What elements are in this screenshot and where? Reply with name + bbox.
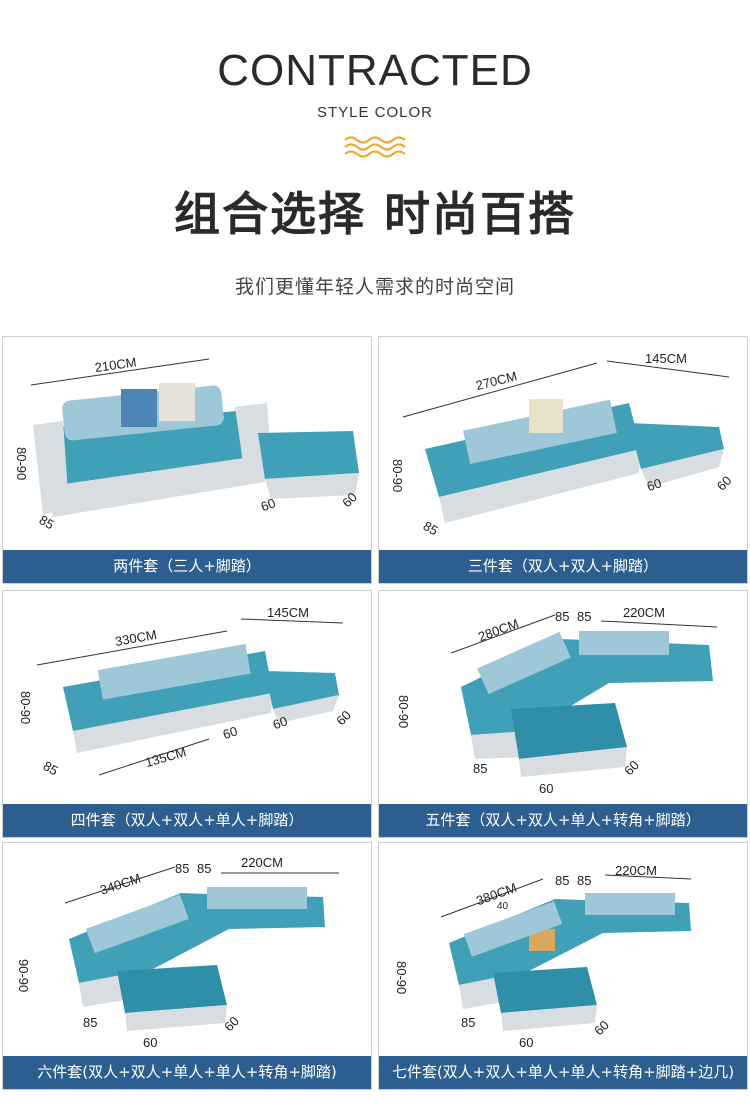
product-panel-six-piece[interactable]: 340CM 85 85 220CM 90-90 85 60 60 六件套(双人+… [2,842,372,1090]
dim-label: 80-90 [18,691,33,724]
dim-label: 270CM [474,368,518,393]
product-caption: 六件套(双人+双人+单人+单人+转角+脚踏) [3,1056,371,1089]
dim-label: 85 [555,609,569,624]
sofa-seven-piece-image: 380CM 85 85 220CM 40 80-90 85 60 60 [394,863,692,1050]
dim-label: 90-90 [16,959,31,992]
product-panel-five-piece[interactable]: 280CM 85 85 220CM 80-90 85 60 60 五件套（双人+… [378,590,748,838]
dim-label: 220CM [241,855,283,870]
dim-label: 60 [143,1035,157,1050]
dim-label: 340CM [98,871,143,898]
product-caption: 两件套（三人+脚踏） [3,550,371,583]
dim-label: 60 [539,781,553,796]
dim-label: 85 [41,758,61,778]
dim-label: 85 [175,861,189,876]
brand-title: CONTRACTED [217,46,533,95]
dim-label: 60 [714,473,735,494]
dim-label: 85 [577,873,591,888]
sofa-three-piece-image: 270CM 145CM 80-90 85 60 60 [390,351,735,538]
dim-label: 60 [645,475,663,494]
dim-label: 220CM [615,863,657,878]
dim-label: 85 [555,873,569,888]
dim-label: 60 [333,707,354,728]
dim-label: 80-90 [394,961,409,994]
product-panel-three-piece[interactable]: 270CM 145CM 80-90 85 60 60 三件套（双人+双人+脚踏） [378,336,748,584]
dim-label: 80-90 [14,447,29,480]
dim-label: 60 [519,1035,533,1050]
headline: 组合选择 时尚百搭 [173,187,576,241]
wave-decoration-icon [344,136,406,158]
dim-label: 210CM [94,354,138,375]
product-panel-four-piece[interactable]: 330CM 145CM 80-90 85 135CM 60 60 60 四件套（… [2,590,372,838]
dim-label: 85 [421,518,441,538]
dim-label: 220CM [623,605,665,620]
dim-label: 60 [271,713,290,732]
sofa-two-piece-image: 210CM 80-90 85 60 60 [14,354,360,532]
tagline: 我们更懂年轻人需求的时尚空间 [234,276,515,298]
dim-label: 145CM [645,351,687,366]
dim-label: 60 [259,495,278,514]
dim-label: 145CM [267,605,309,620]
dim-label: 40 [497,901,509,912]
dim-label: 85 [461,1015,475,1030]
dim-label: 85 [473,761,487,776]
product-panel-seven-piece[interactable]: 380CM 85 85 220CM 40 80-90 85 60 60 七件套(… [378,842,748,1090]
product-caption: 五件套（双人+双人+单人+转角+脚踏） [379,804,747,837]
product-caption: 四件套（双人+双人+单人+脚踏） [3,804,371,837]
dim-label: 330CM [114,627,158,649]
dim-label: 80-90 [390,459,405,492]
sofa-four-piece-image: 330CM 145CM 80-90 85 135CM 60 60 60 [18,605,354,778]
sofa-five-piece-image: 280CM 85 85 220CM 80-90 85 60 60 [396,605,718,796]
product-caption: 三件套（双人+双人+脚踏） [379,550,747,583]
product-caption: 七件套(双人+双人+单人+单人+转角+脚踏+边几) [379,1056,747,1089]
brand-subtitle: STYLE COLOR [316,104,434,121]
dim-label: 80-90 [396,695,411,728]
dim-label: 85 [83,1015,97,1030]
dim-label: 85 [197,861,211,876]
product-panel-two-piece[interactable]: 210CM 80-90 85 60 60 两件套（三人+脚踏） [2,336,372,584]
dim-label: 85 [577,609,591,624]
dim-label: 60 [221,723,239,742]
dim-label: 85 [37,512,57,532]
sofa-six-piece-image: 340CM 85 85 220CM 90-90 85 60 60 [16,855,339,1050]
dim-label: 280CM [476,616,521,644]
dim-label: 135CM [143,744,187,770]
